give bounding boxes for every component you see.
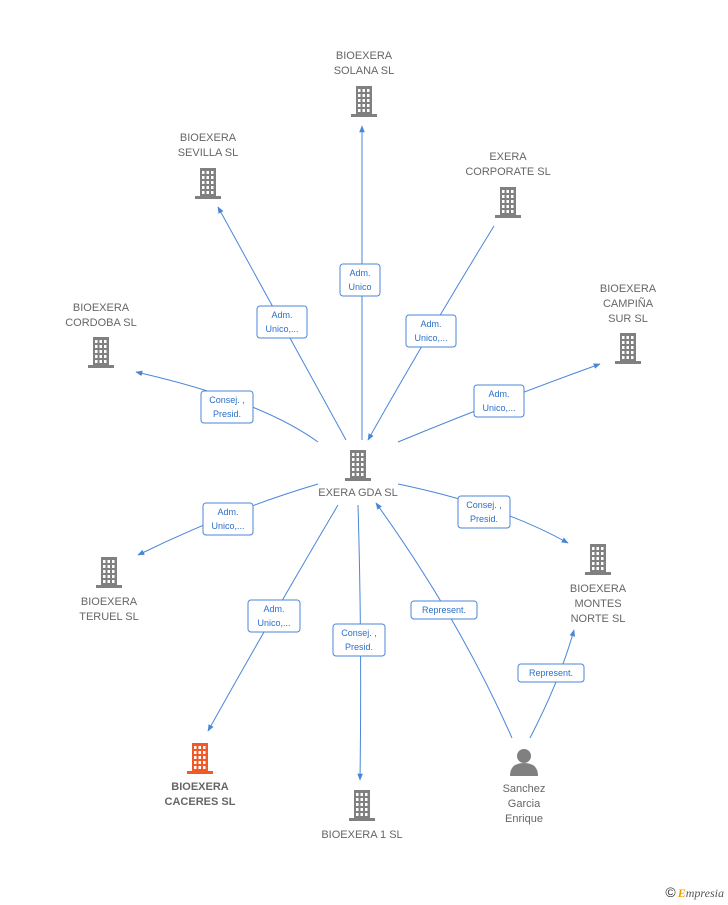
edge-exera_gda-to-sevilla: Adm. Unico,... [217,206,347,441]
node-bioexera1[interactable]: BIOEXERA 1 SL [321,790,403,841]
edge-exera_gda-to-montes: Consej. , Presid. [397,483,569,544]
edge-sanchez-to-exera_gda: Represent. [375,502,513,739]
node-label: BIOEXERA [180,132,237,144]
building-icon [495,187,521,218]
edge-label-box[interactable] [517,663,585,683]
edge-label-text: Adm. [420,319,441,329]
node-label: CORPORATE SL [465,166,550,178]
edge-exera_gda-to-teruel: Adm. Unico,... [137,483,319,556]
edge-label-box[interactable] [202,502,254,536]
node-teruel[interactable]: BIOEXERA TERUEL SL [79,557,139,623]
edge-exera_gda-to-campina: Adm. Unico,... [397,363,601,443]
node-label: EXERA GDA SL [318,487,397,499]
building-icon [349,790,375,821]
node-label: SEVILLA SL [178,147,239,159]
edge-label-text: Presid. [470,514,498,524]
edge-label-text: Adm. [349,268,370,278]
edge-line [375,502,513,739]
node-label: CACERES SL [165,796,236,808]
edge-label-text: Presid. [213,409,241,419]
edge-corporate-to-exera_gda: Adm. Unico,... [367,225,495,441]
node-label: BIOEXERA 1 SL [321,829,402,841]
edge-label-text: Presid. [345,642,373,652]
node-campina[interactable]: BIOEXERA CAMPIÑA SUR SL [600,283,657,364]
edge-label-box[interactable] [256,305,308,339]
building-icon [615,333,641,364]
edge-label-text: Consej. , [466,500,502,510]
node-label: BIOEXERA [81,596,138,608]
edge-label-text: Adm. [488,389,509,399]
copyright-symbol: © [665,884,676,900]
edge-label-text: Unico,... [414,333,447,343]
edge-label-box[interactable] [457,495,511,529]
edge-label-box[interactable] [332,623,386,657]
brand-initial: E [677,886,686,900]
building-icon [345,450,371,481]
node-label: CORDOBA SL [65,317,137,329]
edge-label-text: Unico,... [265,324,298,334]
node-label: CAMPIÑA [603,297,654,310]
node-label: Enrique [505,813,543,825]
edge-label-text: Consej. , [209,395,245,405]
edge-exera_gda-to-bioexera1: Consej. , Presid. [332,504,386,781]
edge-label-text: Adm. [263,604,284,614]
node-montes[interactable]: BIOEXERA MONTES NORTE SL [570,544,627,625]
node-label: BIOEXERA [600,283,657,295]
edge-label-box[interactable] [473,384,525,418]
edge-label-box[interactable] [339,263,381,297]
building-icon [96,557,122,588]
node-label: MONTES [574,598,621,610]
edge-label-box[interactable] [247,599,301,633]
edge-label-text: Unico,... [211,521,244,531]
edge-label-text: Unico,... [482,403,515,413]
edge-label-text: Unico,... [257,618,290,628]
node-label: SOLANA SL [334,65,395,77]
node-label: BIOEXERA [570,583,627,595]
node-label: TERUEL SL [79,611,139,623]
building-icon [585,544,611,575]
edge-line [529,629,575,739]
empresia-watermark: ©Empresia [665,884,724,901]
edge-label-text: Represent. [529,668,573,678]
edge-label-box[interactable] [200,390,254,424]
edge-label-box[interactable] [405,314,457,348]
edge-label-text: Unico [348,282,371,292]
building-icon [351,86,377,117]
edge-label-text: Adm. [271,310,292,320]
edge-label-text: Represent. [422,605,466,615]
person-icon [510,749,538,776]
node-corporate[interactable]: EXERA CORPORATE SL [465,151,551,218]
edge-label-box[interactable] [410,600,478,620]
node-solana[interactable]: BIOEXERA SOLANA SL [334,50,395,117]
node-exera_gda[interactable]: EXERA GDA SL [318,450,398,499]
building-icon [88,337,114,368]
node-sevilla[interactable]: BIOEXERA SEVILLA SL [178,132,239,199]
node-label: Sanchez [503,783,546,795]
building-icon [195,168,221,199]
node-label: EXERA [489,151,527,163]
edge-label-text: Consej. , [341,628,377,638]
node-label: BIOEXERA [73,302,130,314]
edge-exera_gda-to-solana: Adm. Unico [339,125,381,440]
nodes-layer: EXERA GDA SL BIOEXERA SOLANA SL BIOEXERA SEV… [65,50,657,841]
node-caceres[interactable]: BIOEXERA CACERES SL [165,743,236,808]
edge-label-text: Adm. [217,507,238,517]
building-icon [187,743,213,774]
edge-exera_gda-to-caceres: Adm. Unico,... [207,504,339,732]
node-cordoba[interactable]: BIOEXERA CORDOBA SL [65,302,137,368]
brand-name: mpresia [685,886,724,900]
edges-layer: Adm.UnicoAdm.Unico,...Adm.Unico,...Adm.U… [135,125,601,781]
node-label: NORTE SL [571,613,626,625]
node-label: BIOEXERA [171,781,229,793]
node-label: Garcia [508,798,541,810]
node-label: SUR SL [608,313,648,325]
edge-exera_gda-to-cordoba: Consej. , Presid. [135,370,319,443]
node-label: BIOEXERA [336,50,393,62]
edge-sanchez-to-montes: Represent. [517,629,585,739]
